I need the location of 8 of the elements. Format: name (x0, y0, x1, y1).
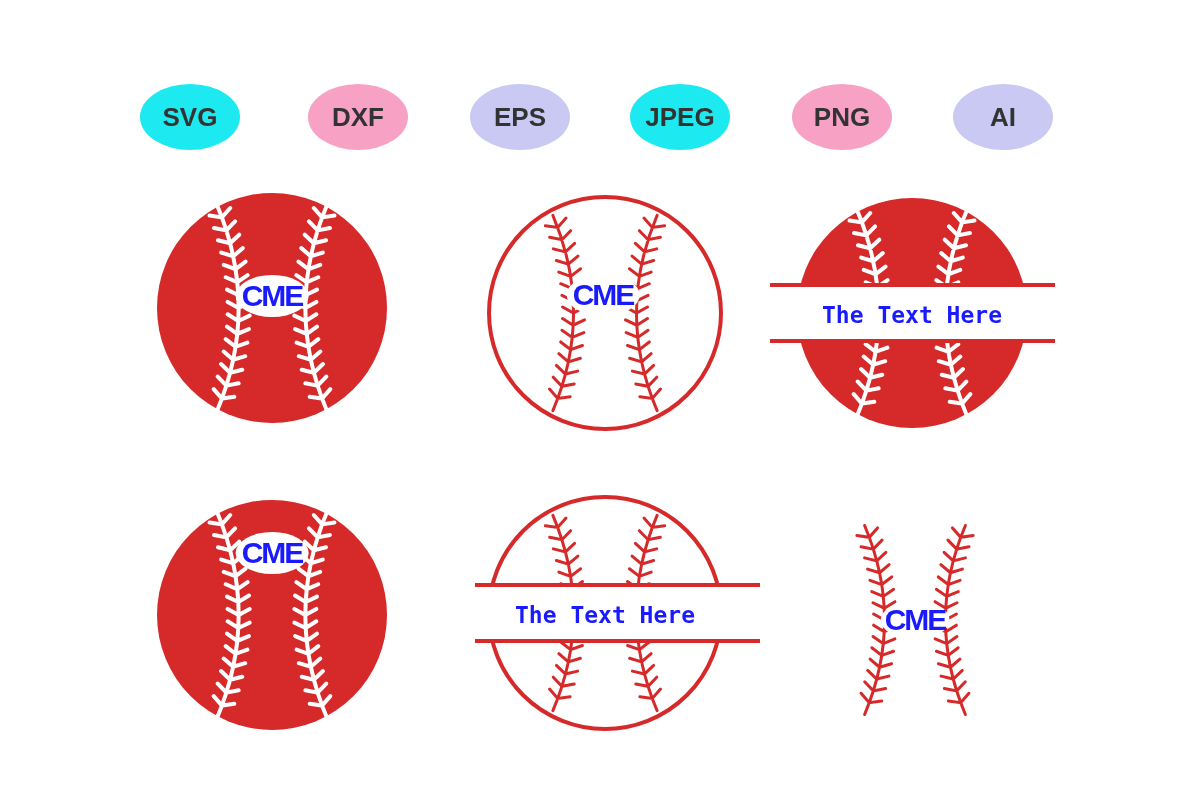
banner-text: The Text Here (822, 303, 1002, 327)
format-badge: DXF (308, 84, 408, 150)
banner-text: The Text Here (515, 603, 695, 627)
format-badge: JPEG (630, 84, 730, 150)
format-badge: AI (953, 84, 1053, 150)
format-badge: SVG (140, 84, 240, 150)
format-badge: PNG (792, 84, 892, 150)
format-badge: EPS (470, 84, 570, 150)
